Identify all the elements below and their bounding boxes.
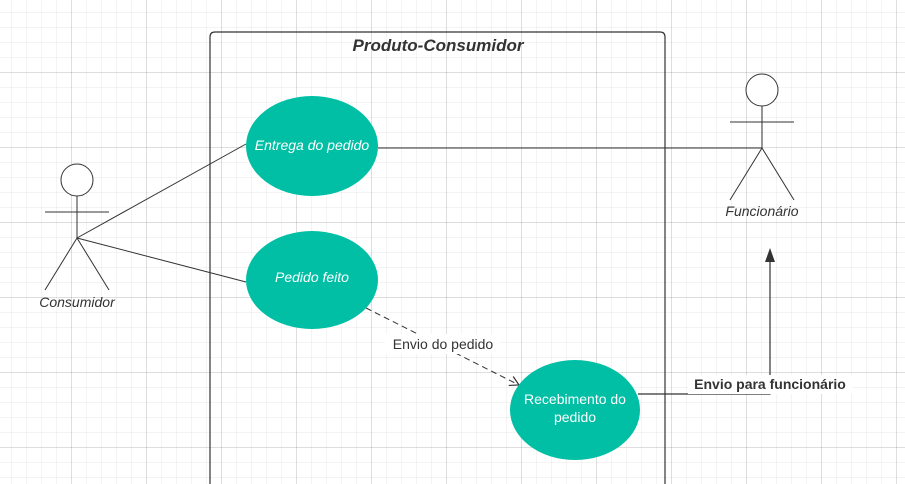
send-order-label: Envio do pedido	[393, 336, 494, 352]
system-boundary[interactable]: Produto-Consumidor	[209, 31, 666, 484]
association-consumer-delivery[interactable]	[76, 143, 247, 239]
use-case-order-placed-label: Pedido feito	[275, 269, 349, 285]
actor-consumer-head	[60, 163, 94, 197]
system-title: Produto-Consumidor	[353, 36, 525, 55]
send-to-employee-label-bg	[688, 375, 852, 394]
send-to-employee-arrowhead	[765, 248, 775, 262]
send-to-employee-label: Envio para funcionário	[694, 376, 846, 392]
send-order-label-bg	[385, 334, 500, 354]
use-case-order-receipt-label-line2: pedido	[554, 409, 596, 425]
use-case-delivery[interactable]: Entrega do pedido	[246, 96, 378, 196]
send-to-employee-connector[interactable]	[638, 260, 771, 395]
actor-employee-head	[745, 73, 779, 107]
actor-employee-label: Funcionário	[725, 203, 798, 219]
use-case-order-placed[interactable]: Pedido feito	[246, 231, 378, 329]
actor-employee[interactable]: Funcionário	[725, 73, 799, 219]
actor-consumer-label: Consumidor	[39, 294, 116, 310]
use-case-delivery-label: Entrega do pedido	[255, 137, 370, 153]
use-case-order-receipt[interactable]: Recebimento do pedido	[510, 360, 640, 460]
actor-consumer[interactable]: Consumidor	[39, 163, 116, 310]
use-case-order-receipt-label-line1: Recebimento do	[524, 391, 626, 407]
association-consumer-order[interactable]	[76, 237, 247, 283]
